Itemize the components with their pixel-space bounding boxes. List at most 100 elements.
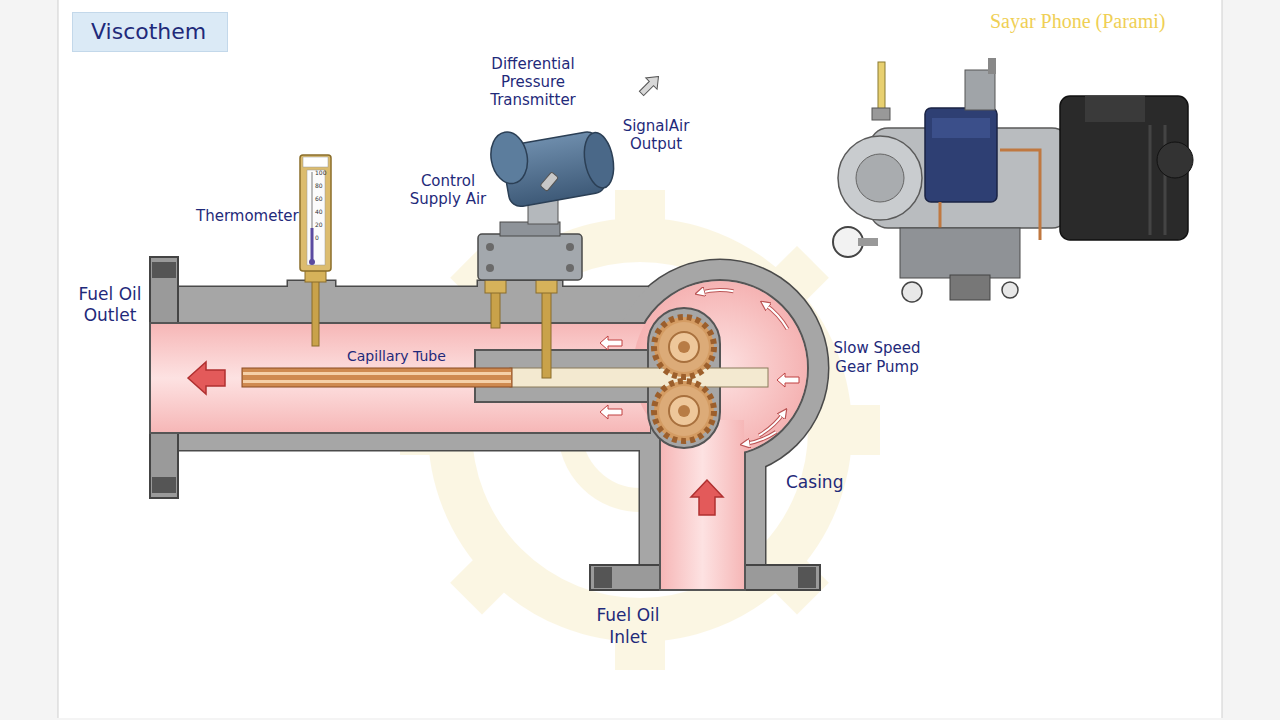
gear xyxy=(654,317,714,441)
page-background xyxy=(58,0,1222,718)
differential-pressure-transmitter xyxy=(478,234,582,280)
viscotherm-photo xyxy=(1000,150,1040,240)
capillary-tube xyxy=(242,368,512,387)
differential-pressure-transmitter xyxy=(487,114,618,210)
thermometer xyxy=(309,259,315,265)
casing-flow-arrow xyxy=(745,432,776,444)
signal-air-arrow xyxy=(636,71,664,99)
pressure-tap xyxy=(491,290,500,328)
viscotherm-photo xyxy=(965,70,995,110)
part-label: Capillary Tube xyxy=(347,347,446,365)
thermometer xyxy=(300,155,331,271)
viscotherm-photo xyxy=(925,108,997,202)
gear xyxy=(659,386,709,436)
outlet-flange xyxy=(152,477,176,493)
casing-flow-arrow xyxy=(759,413,784,436)
port-label: Fuel Oil Inlet xyxy=(586,604,670,648)
gear-watermark xyxy=(615,190,665,230)
thermometer xyxy=(307,170,325,265)
viscotherm-photo xyxy=(988,58,996,74)
gear-watermark xyxy=(450,551,514,615)
thermometer xyxy=(311,228,314,262)
differential-pressure-transmitter xyxy=(566,243,574,251)
inlet-flange xyxy=(798,567,816,588)
casing-flow-arrow xyxy=(765,304,788,329)
viscotherm-photo xyxy=(838,136,922,220)
differential-pressure-transmitter xyxy=(566,264,574,272)
casing-flow-arrow xyxy=(700,290,734,293)
small-flow-arrow xyxy=(600,405,622,419)
differential-pressure-transmitter xyxy=(580,130,617,190)
viscotherm-photo xyxy=(1164,125,1167,235)
gear xyxy=(654,381,714,441)
small-flow-arrow xyxy=(600,336,622,350)
viscotherm-photo xyxy=(1085,96,1145,122)
thermometer xyxy=(303,157,328,167)
viscotherm-photo xyxy=(932,118,990,138)
scale-number: 60 xyxy=(315,195,323,203)
viscotherm-photo xyxy=(1149,125,1152,235)
differential-pressure-transmitter xyxy=(487,129,531,186)
viscotherm-photo xyxy=(900,228,1020,278)
casing-flow-arrow xyxy=(765,304,788,329)
viscotherm-photo xyxy=(1157,142,1193,178)
capillary-tube xyxy=(242,368,512,387)
small-flow-arrow xyxy=(777,373,799,387)
differential-pressure-transmitter xyxy=(486,264,494,272)
viscotherm-photo xyxy=(833,58,1193,302)
part-label: Casing xyxy=(786,472,843,493)
capillary-tube xyxy=(243,380,511,383)
viscotherm-photo xyxy=(902,282,922,302)
casing-flow-arrow xyxy=(700,290,734,293)
gear xyxy=(669,396,699,426)
gear xyxy=(678,405,690,417)
pressure-tap xyxy=(485,277,557,378)
differential-pressure-transmitter xyxy=(478,114,618,280)
inlet-flange xyxy=(594,567,612,588)
scale-number: 100 xyxy=(315,169,326,177)
signal-air-arrow xyxy=(636,71,664,99)
gear xyxy=(669,332,699,362)
differential-pressure-transmitter xyxy=(540,172,558,192)
main-flow-arrow xyxy=(188,362,723,515)
port-label: Fuel Oil Outlet xyxy=(68,284,152,326)
viscotherm-photo xyxy=(950,275,990,300)
viscotherm-photo xyxy=(858,238,878,246)
pressure-tap xyxy=(542,290,551,378)
watermark: Sayar Phone (Parami) xyxy=(990,8,1166,34)
scale-number: 0 xyxy=(315,234,319,242)
fuel-oil xyxy=(151,281,807,589)
viscotherm-photo xyxy=(1002,282,1018,298)
gear xyxy=(659,322,709,372)
oil-outline xyxy=(150,280,808,590)
scale-number: 80 xyxy=(315,182,323,190)
part-label: Slow Speed Gear Pump xyxy=(828,339,926,377)
scale-number: 20 xyxy=(315,221,323,229)
signal-label: Control Supply Air xyxy=(402,172,494,208)
viscotherm-photo xyxy=(872,108,890,120)
main-flow-arrow xyxy=(691,480,723,515)
part-label: Differential Pressure Transmitter xyxy=(483,55,583,109)
casing-flow-arrow xyxy=(759,413,784,436)
viscotherm-photo xyxy=(878,62,885,114)
part-label: Thermometer xyxy=(196,207,299,225)
gear xyxy=(678,341,690,353)
capillary-tube xyxy=(243,372,511,375)
title-box: Viscothem xyxy=(72,12,228,52)
gear xyxy=(654,317,714,377)
outlet-flange xyxy=(152,262,176,278)
scale-number: 40 xyxy=(315,208,323,216)
thermometer xyxy=(312,280,319,346)
small-flow-arrow xyxy=(600,336,799,419)
page-background xyxy=(1222,0,1223,718)
casing-flow-arrow xyxy=(745,432,776,444)
signal-label: SignalAir Output xyxy=(612,117,700,153)
viscotherm-photo xyxy=(856,154,904,202)
thermometer xyxy=(300,155,331,346)
page-background xyxy=(58,0,59,718)
main-flow-arrow xyxy=(188,362,225,394)
